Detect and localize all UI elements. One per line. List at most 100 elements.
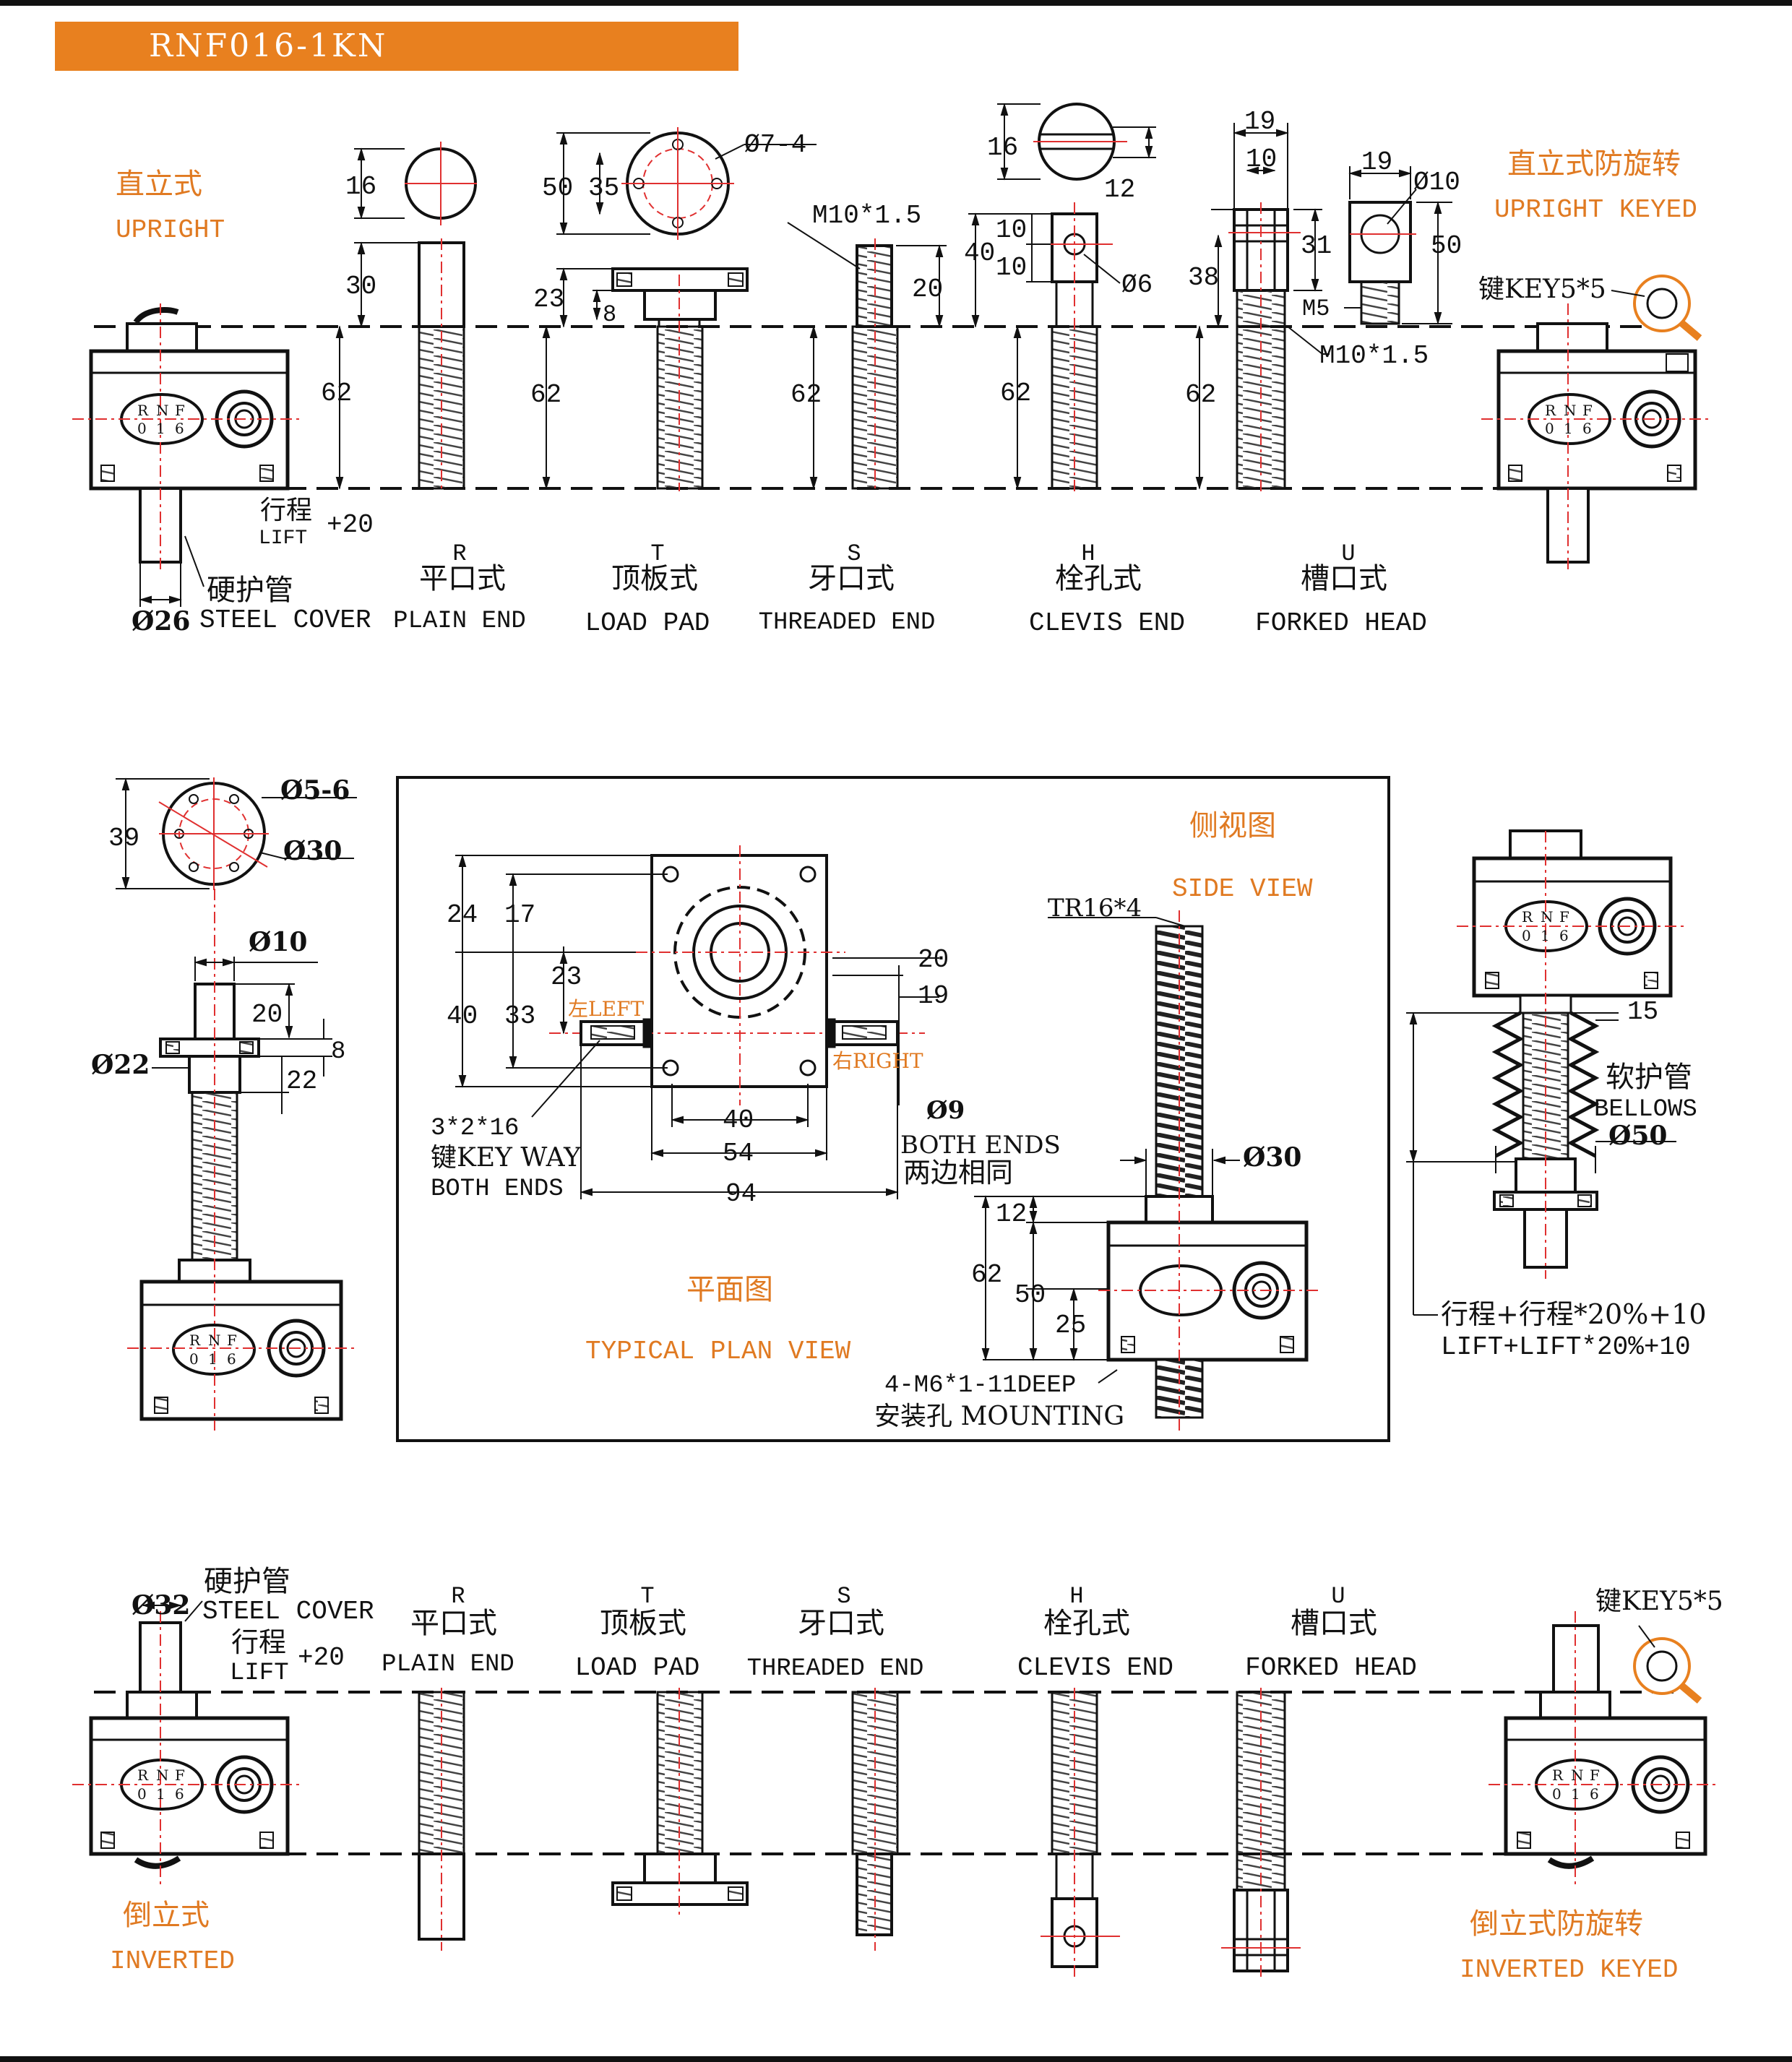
end-en: FORKED HEAD — [1245, 1653, 1417, 1683]
end-cn: 槽口式 — [1301, 562, 1387, 595]
dim-u31: 31 — [1301, 231, 1332, 261]
side-h25: 25 — [1055, 1311, 1086, 1340]
dim-u10: 10 — [1246, 144, 1277, 174]
bellows-formula-cn: 行程+行程*20%+10 — [1441, 1298, 1707, 1330]
plan-d19: 19 — [918, 981, 949, 1011]
inverted-cn: 倒立式 — [123, 1899, 210, 1932]
box-letter: R — [1522, 908, 1533, 926]
dim-u50: 50 — [1431, 231, 1462, 261]
keyed-en: UPRIGHT KEYED — [1494, 195, 1697, 225]
upright-gearbox — [72, 303, 303, 571]
plan-both-en: BOTH ENDS — [900, 1131, 1061, 1160]
plan-w40: 40 — [723, 1105, 754, 1135]
box-letter: 0 — [1552, 1785, 1561, 1803]
flange-view — [116, 777, 357, 1431]
box-letter: 1 — [156, 1785, 165, 1803]
side-d30: Ø30 — [1243, 1142, 1301, 1173]
box-letter: 1 — [208, 1350, 217, 1368]
side-h12: 12 — [996, 1199, 1027, 1229]
upright-keyed-gearbox — [1481, 275, 1713, 571]
dim-t-hole: Ø7-4 — [744, 130, 806, 160]
model-bar — [55, 22, 738, 71]
bellows-dia: Ø50 — [1608, 1121, 1667, 1151]
end-en: LOAD PAD — [575, 1653, 700, 1683]
dim-h10a: 10 — [996, 215, 1027, 245]
cover-cn: 硬护管 — [207, 574, 293, 607]
plan-left: 左LEFT — [568, 997, 644, 1021]
box-letter: 0 — [1545, 420, 1554, 437]
end-code: S — [847, 540, 861, 567]
end-r-drawing — [335, 142, 477, 491]
cover-dia: Ø26 — [132, 606, 190, 637]
dim-r16: 16 — [345, 172, 376, 202]
box-letter: 6 — [1590, 1785, 1599, 1803]
flange-d20: 20 — [251, 1000, 283, 1030]
top-border — [0, 0, 1792, 6]
bottom-cover-en: STEEL COVER — [202, 1597, 374, 1626]
cover-en: STEEL COVER — [199, 605, 371, 635]
plan-right: 右RIGHT — [832, 1049, 923, 1073]
box-letter: N — [1541, 908, 1554, 926]
box-letter: 1 — [156, 420, 165, 437]
plan-d23: 23 — [551, 962, 582, 992]
dim-h12: 12 — [1104, 175, 1135, 204]
cover-leader — [139, 535, 204, 607]
end-en: PLAIN END — [393, 608, 526, 635]
flange-d39: 39 — [108, 824, 139, 853]
inverted-ends — [418, 1688, 1301, 1980]
end-u-drawing — [1195, 123, 1452, 491]
flange-d56: Ø5-6 — [280, 775, 350, 806]
dim-t50: 50 — [542, 173, 573, 203]
box-letter: 6 — [175, 420, 184, 437]
box-letter: 6 — [175, 1785, 184, 1803]
upright-en: UPRIGHT — [116, 215, 225, 245]
end-cn: 平口式 — [410, 1607, 497, 1640]
bottom-key-label: 键KEY5*5 — [1595, 1587, 1723, 1616]
box-letter: N — [1564, 402, 1577, 419]
box-letter: 0 — [189, 1350, 199, 1368]
plan-title-cn: 平面图 — [686, 1273, 773, 1306]
key-label: 键KEY5*5 — [1478, 275, 1606, 304]
dim-h16: 16 — [987, 133, 1018, 163]
dim-u19b: 19 — [1361, 147, 1392, 177]
side-title-cn: 侧视图 — [1189, 809, 1276, 842]
box-letter: N — [208, 1332, 221, 1349]
end-captions-top: R 平口式 PLAIN END T 顶板式 LOAD PAD S 牙口式 THR… — [393, 540, 1427, 638]
bottom-border — [0, 2056, 1792, 2062]
box-letter: F — [1559, 908, 1569, 926]
plan-w54: 54 — [723, 1139, 754, 1168]
side-h62: 62 — [971, 1260, 1002, 1290]
box-letter: R — [137, 1766, 149, 1784]
upright-cn: 直立式 — [116, 168, 202, 201]
end-code: R — [452, 540, 466, 567]
plan-view-drawing — [455, 845, 939, 1199]
box-letter: 6 — [1559, 927, 1569, 944]
end-s-drawing — [787, 222, 947, 491]
end-code: H — [1081, 540, 1095, 567]
end-cn: 牙口式 — [808, 562, 895, 595]
inverted-keyed-cn: 倒立式防旋转 — [1470, 1907, 1643, 1941]
dim-u62: 62 — [1185, 380, 1216, 410]
end-cn: 栓孔式 — [1055, 562, 1142, 595]
bottom-cover-cn: 硬护管 — [204, 1565, 290, 1598]
box-letter: 0 — [1522, 927, 1531, 944]
flange-d8: 8 — [331, 1038, 345, 1066]
stroke-add: +20 — [327, 510, 374, 540]
box-letter: R — [137, 402, 149, 419]
end-cn: 平口式 — [419, 562, 506, 595]
end-cn: 顶板式 — [600, 1607, 686, 1640]
end-en: FORKED HEAD — [1255, 608, 1427, 638]
end-en: CLEVIS END — [1017, 1653, 1173, 1683]
side-h50: 50 — [1015, 1280, 1046, 1310]
box-letter: F — [1582, 402, 1593, 419]
bottom-stroke-add: +20 — [298, 1643, 345, 1673]
dim-u19a: 19 — [1244, 107, 1275, 137]
end-code: T — [650, 540, 664, 567]
box-letter: F — [175, 402, 185, 419]
bellows-view — [1406, 829, 1688, 1316]
flange-d22b: 22 — [286, 1066, 317, 1096]
box-letter: F — [175, 1766, 185, 1784]
box-letter: 6 — [1582, 420, 1592, 437]
side-tr: TR16*4 — [1048, 894, 1142, 923]
